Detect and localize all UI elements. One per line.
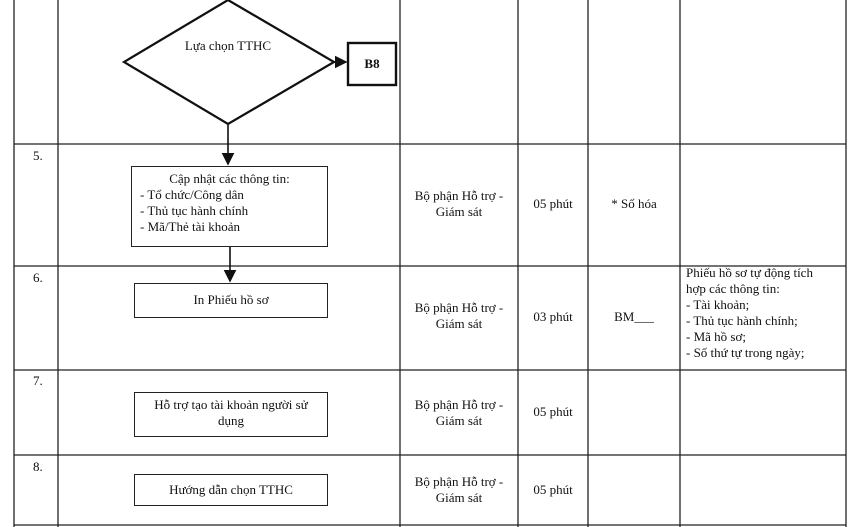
decision-text: Lựa chọn TTHC xyxy=(184,38,272,53)
flow-box-guide-select: Hướng dẫn chọn TTHC xyxy=(134,474,328,506)
form-cell-5: * Số hóa xyxy=(611,196,657,211)
flow-box-update-info: Cập nhật các thông tin: - Tổ chức/Công d… xyxy=(131,166,328,247)
note-line-4: - Thủ tục hành chính; xyxy=(686,313,798,328)
time-cell-5: 05 phút xyxy=(533,196,573,211)
form-cell-6: BM___ xyxy=(614,309,654,324)
responsible-cell-5: Bộ phận Hỗ trợ - Giám sát xyxy=(414,188,504,219)
step-number-8: 8. xyxy=(33,459,43,474)
flow-box-update-item-1: - Tổ chức/Công dân xyxy=(140,187,244,202)
step-number-5: 5. xyxy=(33,148,43,163)
flow-box-print-form: In Phiếu hồ sơ xyxy=(134,283,328,318)
note-line-2: hợp các thông tin: xyxy=(686,281,780,296)
flow-box-update-item-3: - Mã/Thẻ tài khoản xyxy=(140,219,240,234)
note-cell-6: Phiếu hồ sơ tự động tích hợp các thông t… xyxy=(686,265,844,361)
responsible-cell-7: Bộ phận Hỗ trợ - Giám sát xyxy=(414,397,504,428)
flow-box-guide-select-text: Hướng dẫn chọn TTHC xyxy=(169,482,293,497)
flow-box-print-form-text: In Phiếu hồ sơ xyxy=(193,292,269,307)
time-cell-6: 03 phút xyxy=(533,309,573,324)
decision-label: Lựa chọn TTHC xyxy=(160,38,296,54)
step-number-7: 7. xyxy=(33,373,43,388)
responsible-cell-8: Bộ phận Hỗ trợ - Giám sát xyxy=(414,474,504,505)
flow-box-update-item-2: - Thủ tục hành chính xyxy=(140,203,249,218)
decision-diamond xyxy=(121,0,337,126)
step-number-6: 6. xyxy=(33,270,43,285)
note-line-1: Phiếu hồ sơ tự động tích xyxy=(686,265,813,280)
time-cell-8: 05 phút xyxy=(533,482,573,497)
flow-box-create-account-text: Hỗ trợ tạo tài khoản người sử dụng xyxy=(154,397,308,428)
note-line-5: - Mã hồ sơ; xyxy=(686,329,746,344)
flow-box-update-title: Cập nhật các thông tin: xyxy=(169,171,290,186)
note-line-6: - Số thứ tự trong ngày; xyxy=(686,345,805,360)
connector-b8-box xyxy=(346,41,398,87)
flow-box-create-account: Hỗ trợ tạo tài khoản người sử dụng xyxy=(134,392,328,437)
responsible-cell-6: Bộ phận Hỗ trợ - Giám sát xyxy=(414,300,504,331)
connector-b8-label: B8 xyxy=(348,56,396,72)
note-line-3: - Tài khoản; xyxy=(686,297,750,312)
time-cell-7: 05 phút xyxy=(533,404,573,419)
connector-b8-text: B8 xyxy=(364,56,380,71)
